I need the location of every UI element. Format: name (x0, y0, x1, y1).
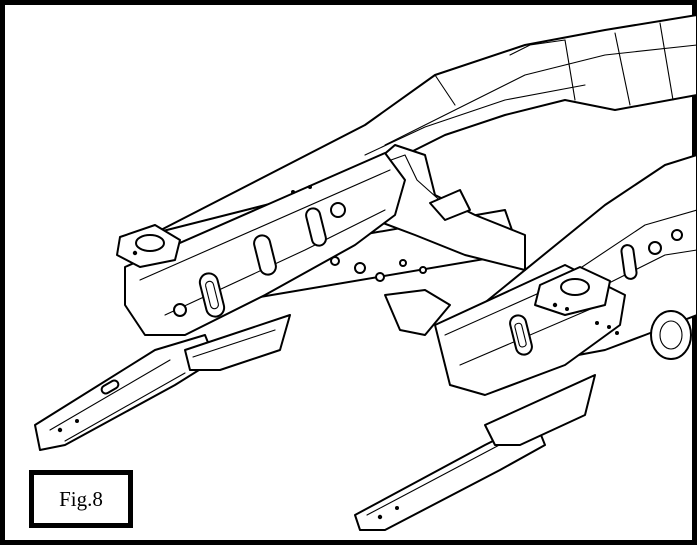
left-frame-rail (116, 152, 406, 336)
figure-label-text: Fig.8 (59, 486, 103, 511)
figure-label: Fig.8 (29, 470, 133, 528)
rivet-dots (291, 185, 619, 335)
right-front-rail (354, 264, 626, 531)
left-extension-arm (34, 314, 291, 451)
vehicle-frame-line-drawing (34, 14, 697, 531)
